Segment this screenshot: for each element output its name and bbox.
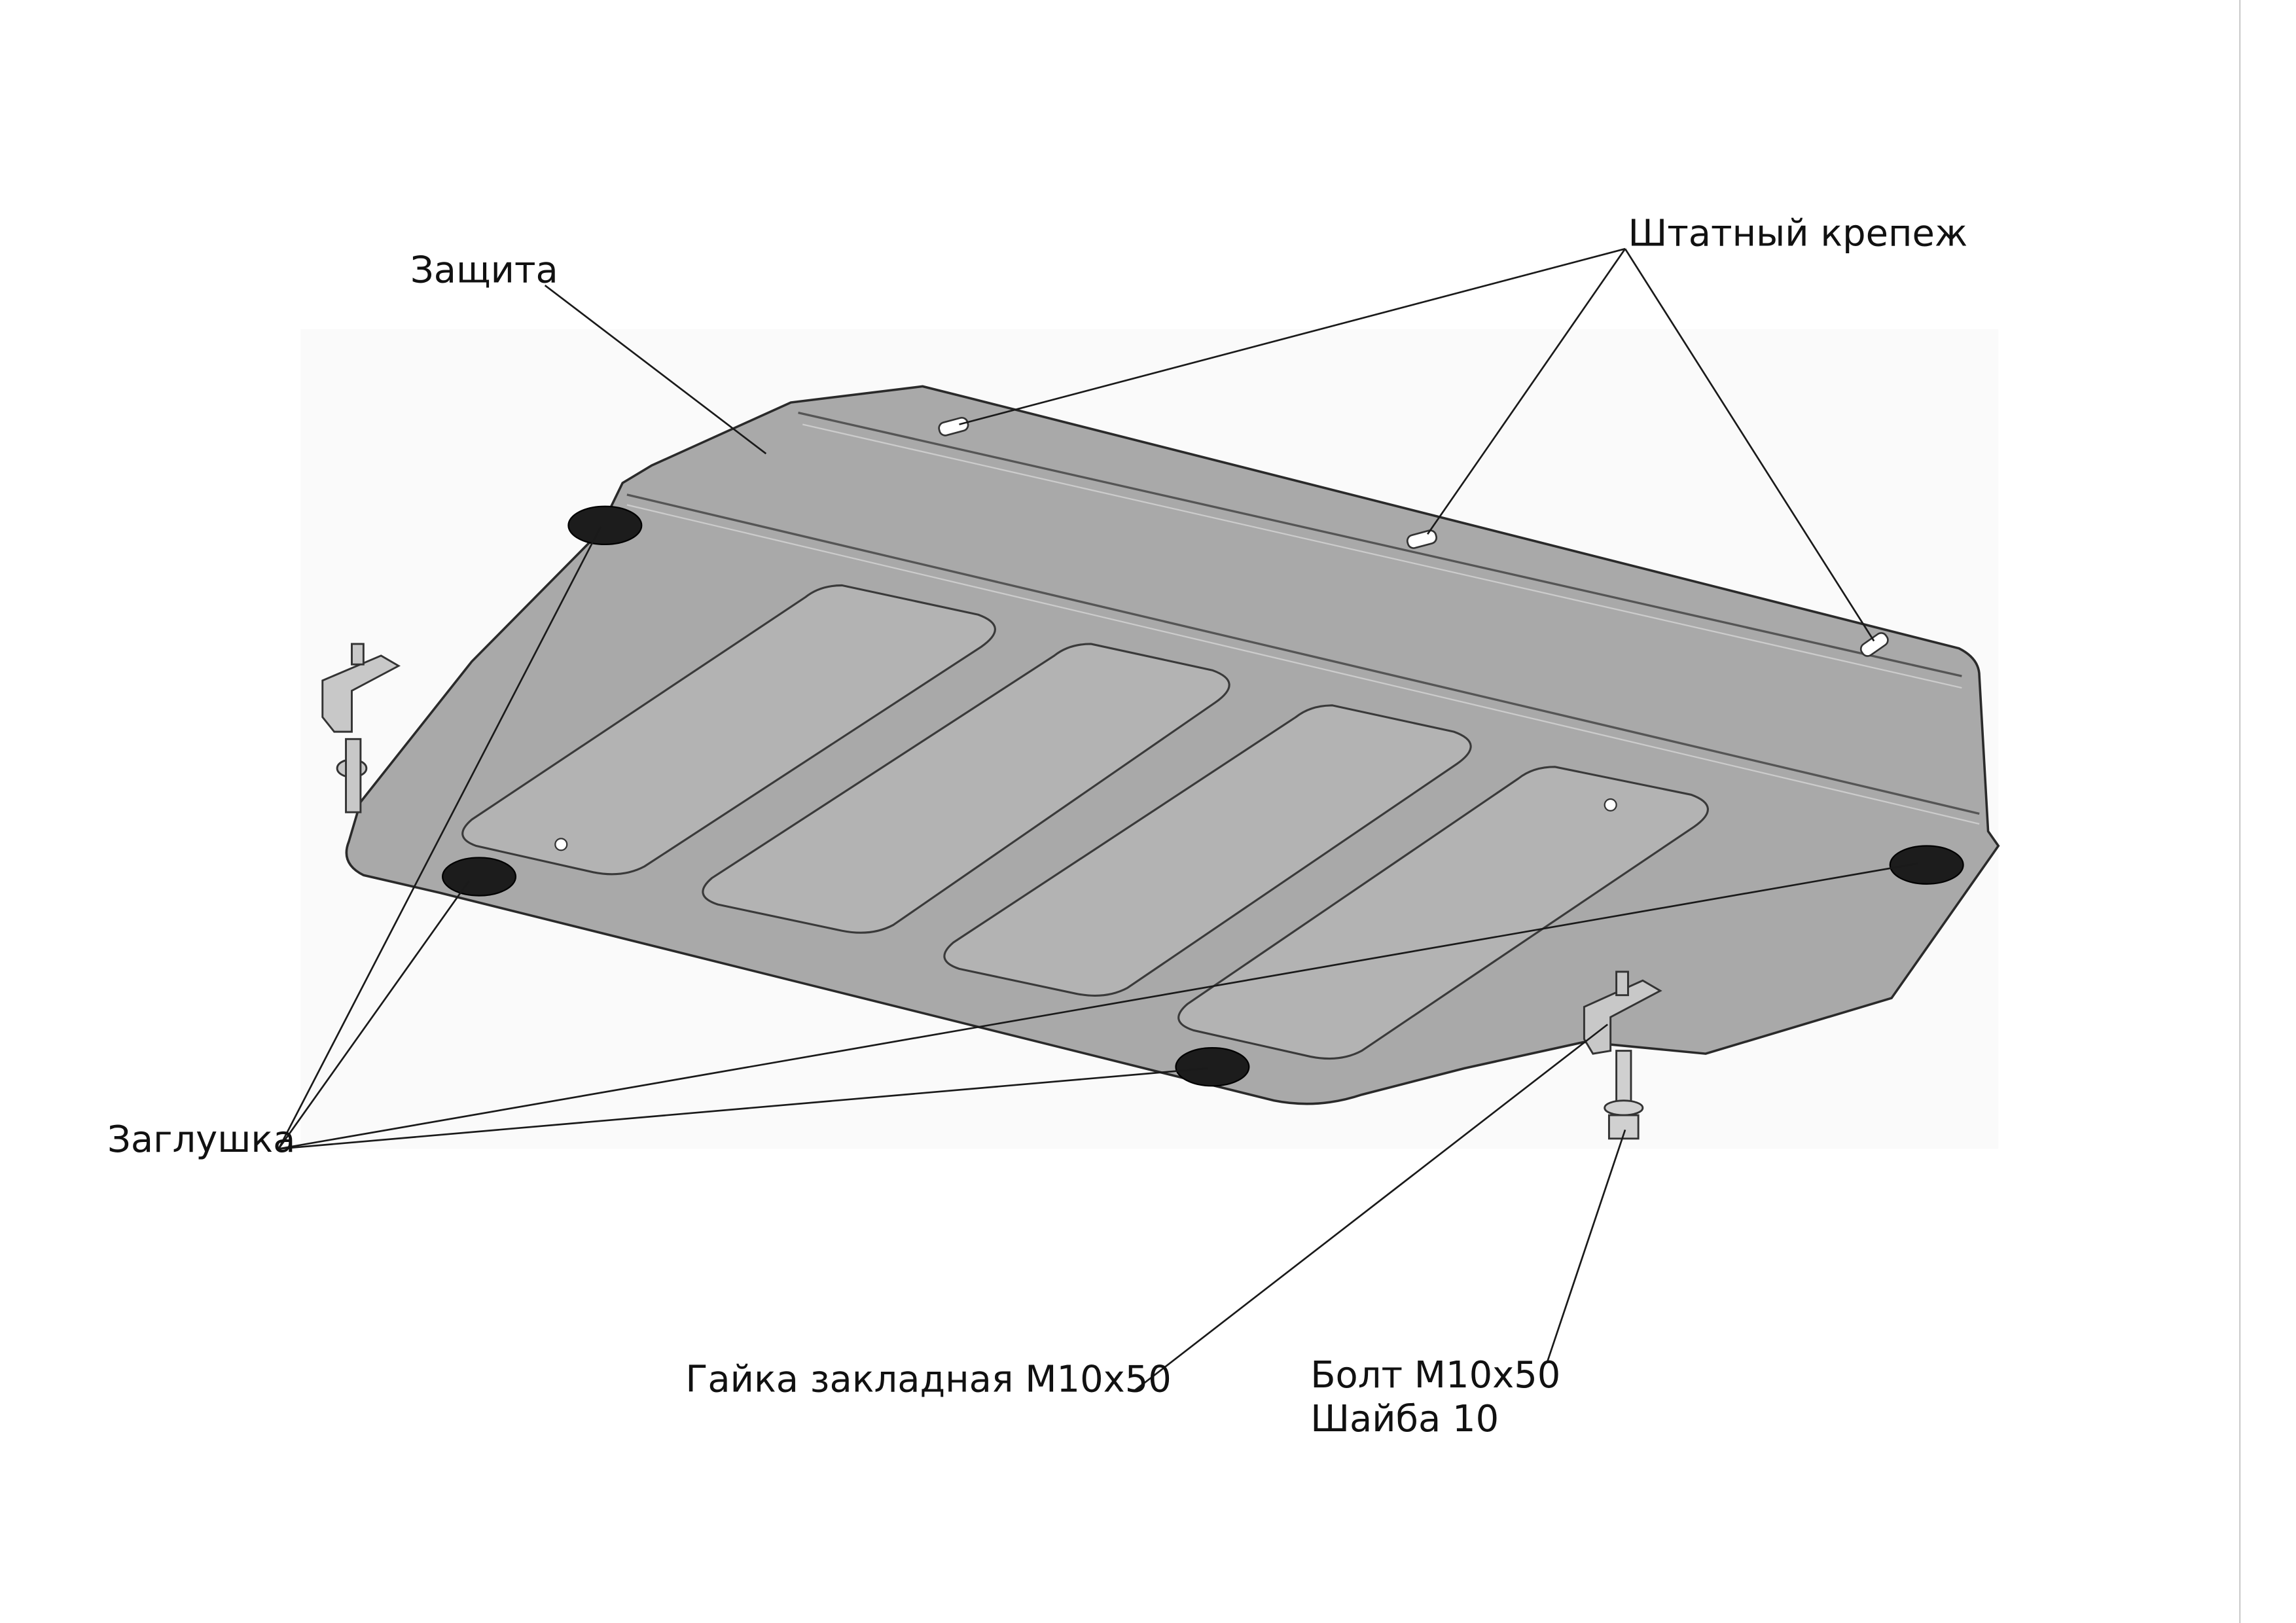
label-shield: Защита [410,249,558,292]
fold-line-top [798,411,1962,677]
standard-fastener-slot [938,416,1889,657]
plug [442,505,1964,1087]
nut-bracket-right [1583,971,1662,1055]
stiffening-pocket [461,584,1709,1060]
label-plug: Заглушка [107,1118,295,1161]
bolt-washer [1604,1050,1644,1140]
skid-plate [345,385,2000,1105]
label-bolt: Болт М10х50 [1310,1354,1560,1397]
label-washer: Шайба 10 [1310,1398,1499,1440]
label-standard-fasteners: Штатный крепеж [1628,213,1967,255]
label-nut: Гайка закладная М10х50 [685,1359,1172,1401]
fold-line-main [626,493,1980,815]
nut-bracket-left [321,643,401,813]
leader-lines [278,247,1918,1391]
